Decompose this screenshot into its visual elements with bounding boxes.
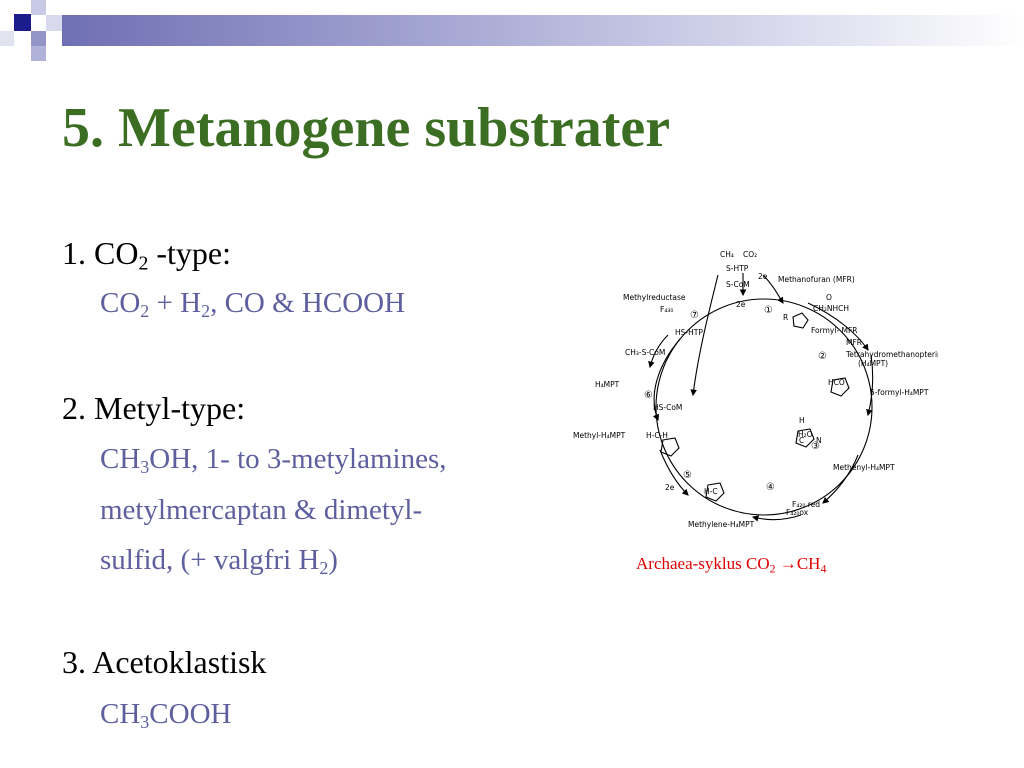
label-hs-htp: HS-HTP [675, 328, 703, 337]
label-r: R [783, 313, 788, 322]
header-square [46, 15, 62, 31]
label-co2: CO₂ [743, 250, 757, 259]
label-mfr: MFR [846, 338, 862, 347]
label-n-methenyl: N [816, 436, 822, 445]
cycle-arrow-right [822, 454, 859, 504]
label-tetrahydromethanopterin: Tetrahydromethanopterin [845, 350, 938, 359]
label-s-htp: S-HTP [726, 264, 749, 273]
label-methanofuran: Methanofuran (MFR) [778, 275, 855, 284]
label-hco: HCO [828, 378, 845, 387]
step-1: ① [764, 305, 773, 316]
furan-ring [792, 312, 809, 329]
header-square [14, 14, 31, 31]
section-heading-acetoklastisk: 3. Acetoklastisk [62, 644, 267, 680]
step-5: ⑤ [683, 470, 692, 481]
label-hc-methylene: H-C [704, 487, 718, 496]
label-h4mpt-right: (H₄MPT) [858, 359, 888, 368]
label-c-methenyl: C [799, 436, 804, 445]
label-5-formyl-h4mpt: 5-formyl-H₄MPT [870, 388, 929, 397]
section-heading-co2-type: 1. CO2 -type: [62, 235, 232, 275]
label-hs-com: HS-CoM [653, 403, 682, 412]
header-gradient-bar [62, 15, 1024, 46]
label-methylreductase: Methylreductase [623, 293, 686, 302]
pterin-ring [660, 437, 680, 457]
section-line-co2-substrates: CO2 + H2, CO & HCOOH [100, 287, 406, 322]
cycle-arrow-inner [690, 274, 719, 397]
label-f430: F₄₃₀ [660, 305, 673, 314]
label-2e-bottom: 2e [665, 483, 675, 492]
step-3: ③ [811, 441, 820, 452]
label-2e-top: 2e [758, 272, 768, 281]
section-line-metyl-2: metylmercaptan & dimetyl- [100, 494, 423, 526]
slide-title: 5. Metanogene substrater [62, 97, 671, 159]
label-methyl-h4mpt: Methyl-H₄MPT [573, 431, 626, 440]
diagram-caption: Archaea-syklus CO2 →CH4 [636, 554, 827, 576]
cycle-arrow-bottom [751, 514, 802, 522]
header-square [31, 46, 46, 61]
header-decoration [0, 0, 1024, 61]
label-o: O [826, 293, 832, 302]
step-4: ④ [766, 482, 775, 493]
step-7: ⑦ [690, 310, 699, 321]
header-square [31, 31, 46, 46]
label-hcn-methyl: H-C-H [646, 431, 668, 440]
label-methylene-h4mpt: Methylene-H₄MPT [688, 520, 755, 529]
cycle-arrow-right [807, 302, 869, 351]
label-methenyl-h4mpt: Methenyl-H₄MPT [833, 463, 895, 472]
label-formyl-mfr: Formyl- MFR [811, 326, 858, 335]
cycle-arrow-top [762, 274, 784, 304]
label-h2o: H₂O [798, 430, 813, 439]
cycle-arrow-left [648, 334, 669, 369]
label-2e-inner: 2e [736, 300, 746, 309]
label-ch4: CH₄ [720, 250, 734, 259]
step-6: ⑥ [644, 390, 653, 401]
label-h4mpt-left: H₄MPT [595, 380, 620, 389]
cycle-arrow-inner [652, 338, 681, 422]
pterin-ring [795, 428, 815, 448]
section-line-metyl-3: sulfid, (+ valgfri H2) [100, 544, 338, 579]
section-line-acetate: CH3COOH [100, 698, 232, 733]
label-h-methenyl: H [799, 416, 805, 425]
header-square [0, 31, 14, 46]
label-ch3-s-com: CH₃-S-CoM [625, 348, 665, 357]
cycle-ring [655, 298, 873, 516]
header-square [31, 0, 46, 15]
label-s-com: S-CoM [726, 280, 750, 289]
cycle-arrow-right [866, 354, 874, 417]
methanogenesis-cycle-diagram: CH₄ CO₂ S-HTP S-CoM 2e 2e Methanofuran (… [573, 250, 938, 529]
cycle-arrow-left [659, 449, 689, 496]
label-ch2nhch: CH₂NHCH [813, 304, 849, 313]
label-f420ox: F₄₂₀ox [786, 508, 809, 517]
pterin-ring [830, 377, 850, 397]
step-2: ② [818, 351, 827, 362]
section-heading-metyl-type: 2. Metyl-type: [62, 390, 246, 426]
pterin-ring [705, 482, 725, 502]
label-f420red: F₄₂₀ red [792, 500, 820, 509]
section-line-metyl-1: CH3OH, 1- to 3-metylamines, [100, 443, 447, 478]
